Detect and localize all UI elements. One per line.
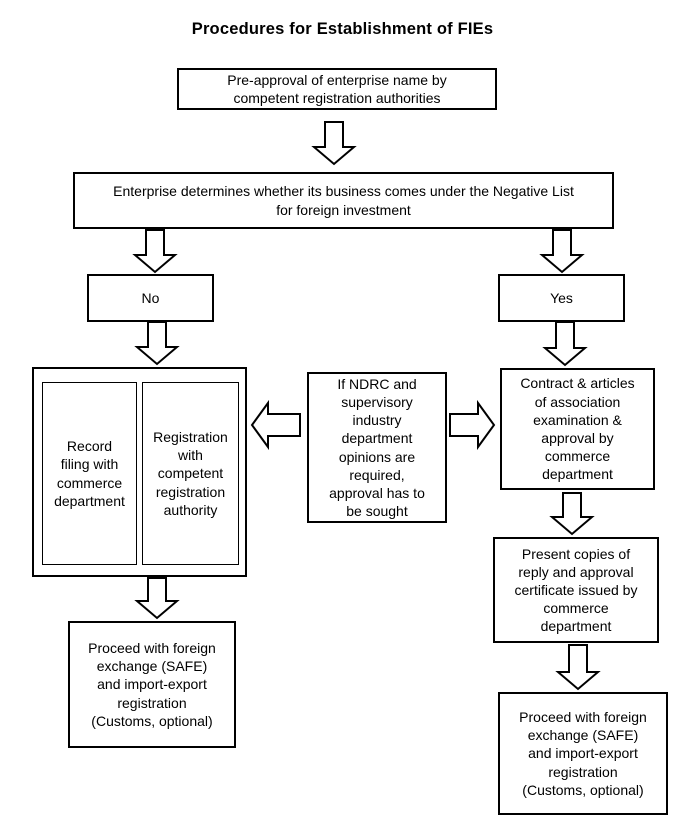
box-ndrc-approval-note: If NDRC and supervisory industry departm… [307, 372, 447, 523]
box-no: No [87, 274, 214, 322]
arrow-ndrc-to-record-group [250, 399, 301, 451]
arrow-preapproval-to-negative-list [311, 121, 357, 166]
arrow-negative-to-no [132, 229, 178, 274]
box-negative-list-check: Enterprise determines whether its busine… [73, 172, 614, 229]
arrow-present-to-proceed [555, 644, 601, 691]
arrow-yes-to-contract [542, 321, 588, 367]
box-record-filing: Record filing with commerce department [42, 382, 137, 565]
arrow-record-group-to-proceed [134, 577, 180, 620]
arrow-ndrc-to-contract [449, 399, 496, 451]
arrow-negative-to-yes [539, 229, 585, 274]
arrow-no-to-record-group [134, 321, 180, 366]
box-registration-authority: Registration with competent registration… [142, 382, 239, 565]
page-title: Procedures for Establishment of FIEs [191, 20, 494, 38]
box-pre-approval: Pre-approval of enterprise name by compe… [177, 68, 497, 110]
box-proceed-registration-left: Proceed with foreign exchange (SAFE) and… [68, 621, 236, 748]
box-yes: Yes [498, 274, 625, 322]
arrow-contract-to-present [549, 492, 595, 536]
box-proceed-registration-right: Proceed with foreign exchange (SAFE) and… [498, 692, 668, 815]
box-contract-examination: Contract & articles of association exami… [500, 368, 655, 490]
box-present-copies: Present copies of reply and approval cer… [493, 537, 659, 643]
box-record-registration-group: Record filing with commerce department R… [32, 367, 247, 577]
